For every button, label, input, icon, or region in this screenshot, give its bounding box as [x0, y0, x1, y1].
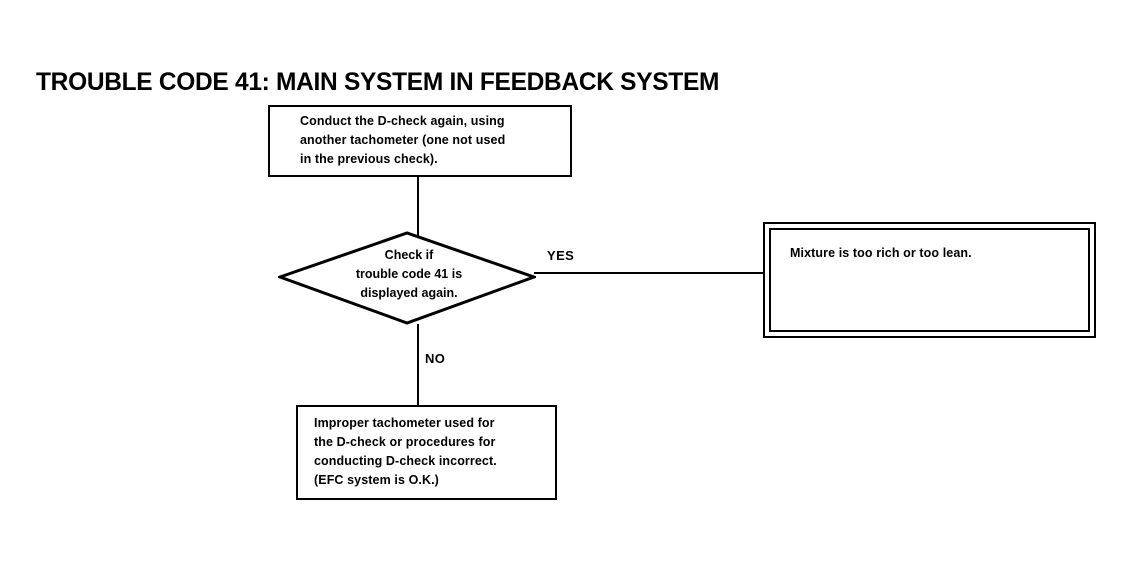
- node-mixture-label: Mixture is too rich or too lean.: [790, 246, 972, 260]
- node-improper-tach: [296, 405, 557, 500]
- decision-diamond-outline: [278, 231, 536, 325]
- node-decision-shape: [278, 231, 536, 325]
- node-mixture-inner-border: [769, 228, 1090, 332]
- node-decision-label: Check if trouble code 41 is displayed ag…: [355, 248, 463, 300]
- branch-label-no: NO: [425, 351, 446, 366]
- node-improper-tach-label: Improper tachometer used for the D-check…: [314, 416, 497, 487]
- connector-decision-no: [417, 324, 419, 406]
- page-title: TROUBLE CODE 41: MAIN SYSTEM IN FEEDBACK…: [36, 68, 720, 96]
- node-conduct-dcheck: [268, 105, 572, 177]
- connector-decision-yes: [534, 272, 765, 274]
- connector-conduct-to-decision: [417, 176, 419, 236]
- branch-label-yes: YES: [547, 248, 575, 263]
- node-conduct-dcheck-label: Conduct the D-check again, using another…: [300, 114, 506, 166]
